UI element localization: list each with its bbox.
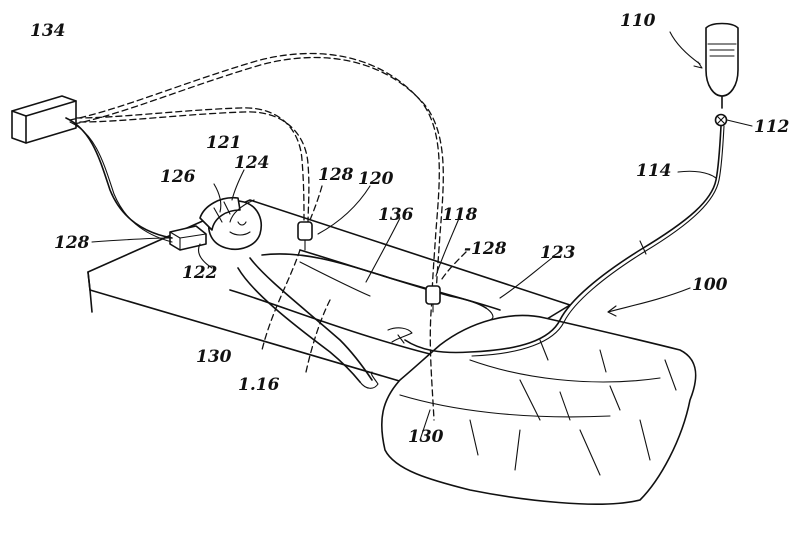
label-126: 126 xyxy=(160,167,196,187)
patient-head xyxy=(170,198,261,250)
label-128-left: 128 xyxy=(54,233,90,253)
valve xyxy=(716,115,727,126)
label-128-mid: 128 xyxy=(318,165,354,185)
label-116: 1.16 xyxy=(238,375,280,395)
label-120: 120 xyxy=(358,169,394,189)
label-114: 114 xyxy=(636,161,672,181)
label-121: 121 xyxy=(206,133,242,153)
label-128-right: -128 xyxy=(464,239,507,259)
label-122: 122 xyxy=(182,263,218,283)
label-123: 123 xyxy=(540,243,576,263)
label-130-bottom: 130 xyxy=(408,427,444,447)
label-112: 112 xyxy=(754,117,790,137)
iv-bag xyxy=(706,24,738,109)
head-cable xyxy=(66,118,172,238)
label-100: 100 xyxy=(692,275,728,295)
label-124: 124 xyxy=(234,153,270,173)
label-110: 110 xyxy=(620,11,656,31)
control-box xyxy=(12,96,76,143)
label-136: 136 xyxy=(378,205,414,225)
label-130-left: 130 xyxy=(196,347,232,367)
label-118: 118 xyxy=(442,205,478,225)
label-134: 134 xyxy=(30,21,66,41)
